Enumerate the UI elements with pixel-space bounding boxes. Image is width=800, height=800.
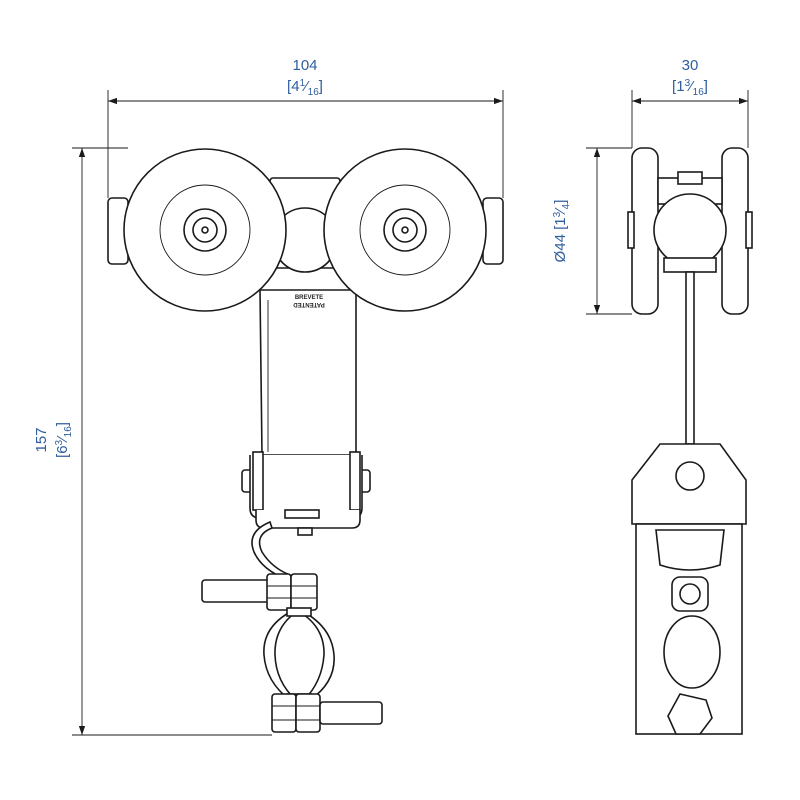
stamp-brevete: BREVETE <box>295 295 323 301</box>
u-bracket <box>241 451 371 536</box>
stamp-patented: PATENTED <box>293 301 325 307</box>
lower-bolt <box>271 693 383 733</box>
left-wheel <box>123 148 287 312</box>
hanger-body <box>259 289 357 456</box>
dimension-depth: 30 [13⁄16] <box>631 57 749 148</box>
width-mm-label: 104 <box>292 57 317 74</box>
side-view <box>627 147 753 735</box>
side-left-hub <box>627 211 635 249</box>
side-oval-slot <box>663 615 721 689</box>
dimension-wheel-diameter: Ø44 [13⁄4] <box>552 147 632 315</box>
right-wheel <box>323 148 487 312</box>
width-inch-label: [41⁄16] <box>287 78 323 98</box>
side-rod <box>685 271 695 445</box>
height-mm-label: 157 <box>33 427 50 452</box>
depth-inch-label: [13⁄16] <box>672 78 708 98</box>
depth-mm-label: 30 <box>682 57 699 74</box>
side-lower-block <box>663 257 717 273</box>
side-right-hub <box>745 211 753 249</box>
front-view: BREVETE PATENTED <box>107 148 504 733</box>
pipe-clamp <box>263 607 335 703</box>
side-hex-bolt <box>667 693 713 735</box>
wheel-diameter-label: Ø44 [13⁄4] <box>552 200 572 263</box>
side-center-ball <box>653 193 727 267</box>
height-inch-label: [63⁄16] <box>54 422 74 458</box>
upper-bolt <box>201 573 318 611</box>
